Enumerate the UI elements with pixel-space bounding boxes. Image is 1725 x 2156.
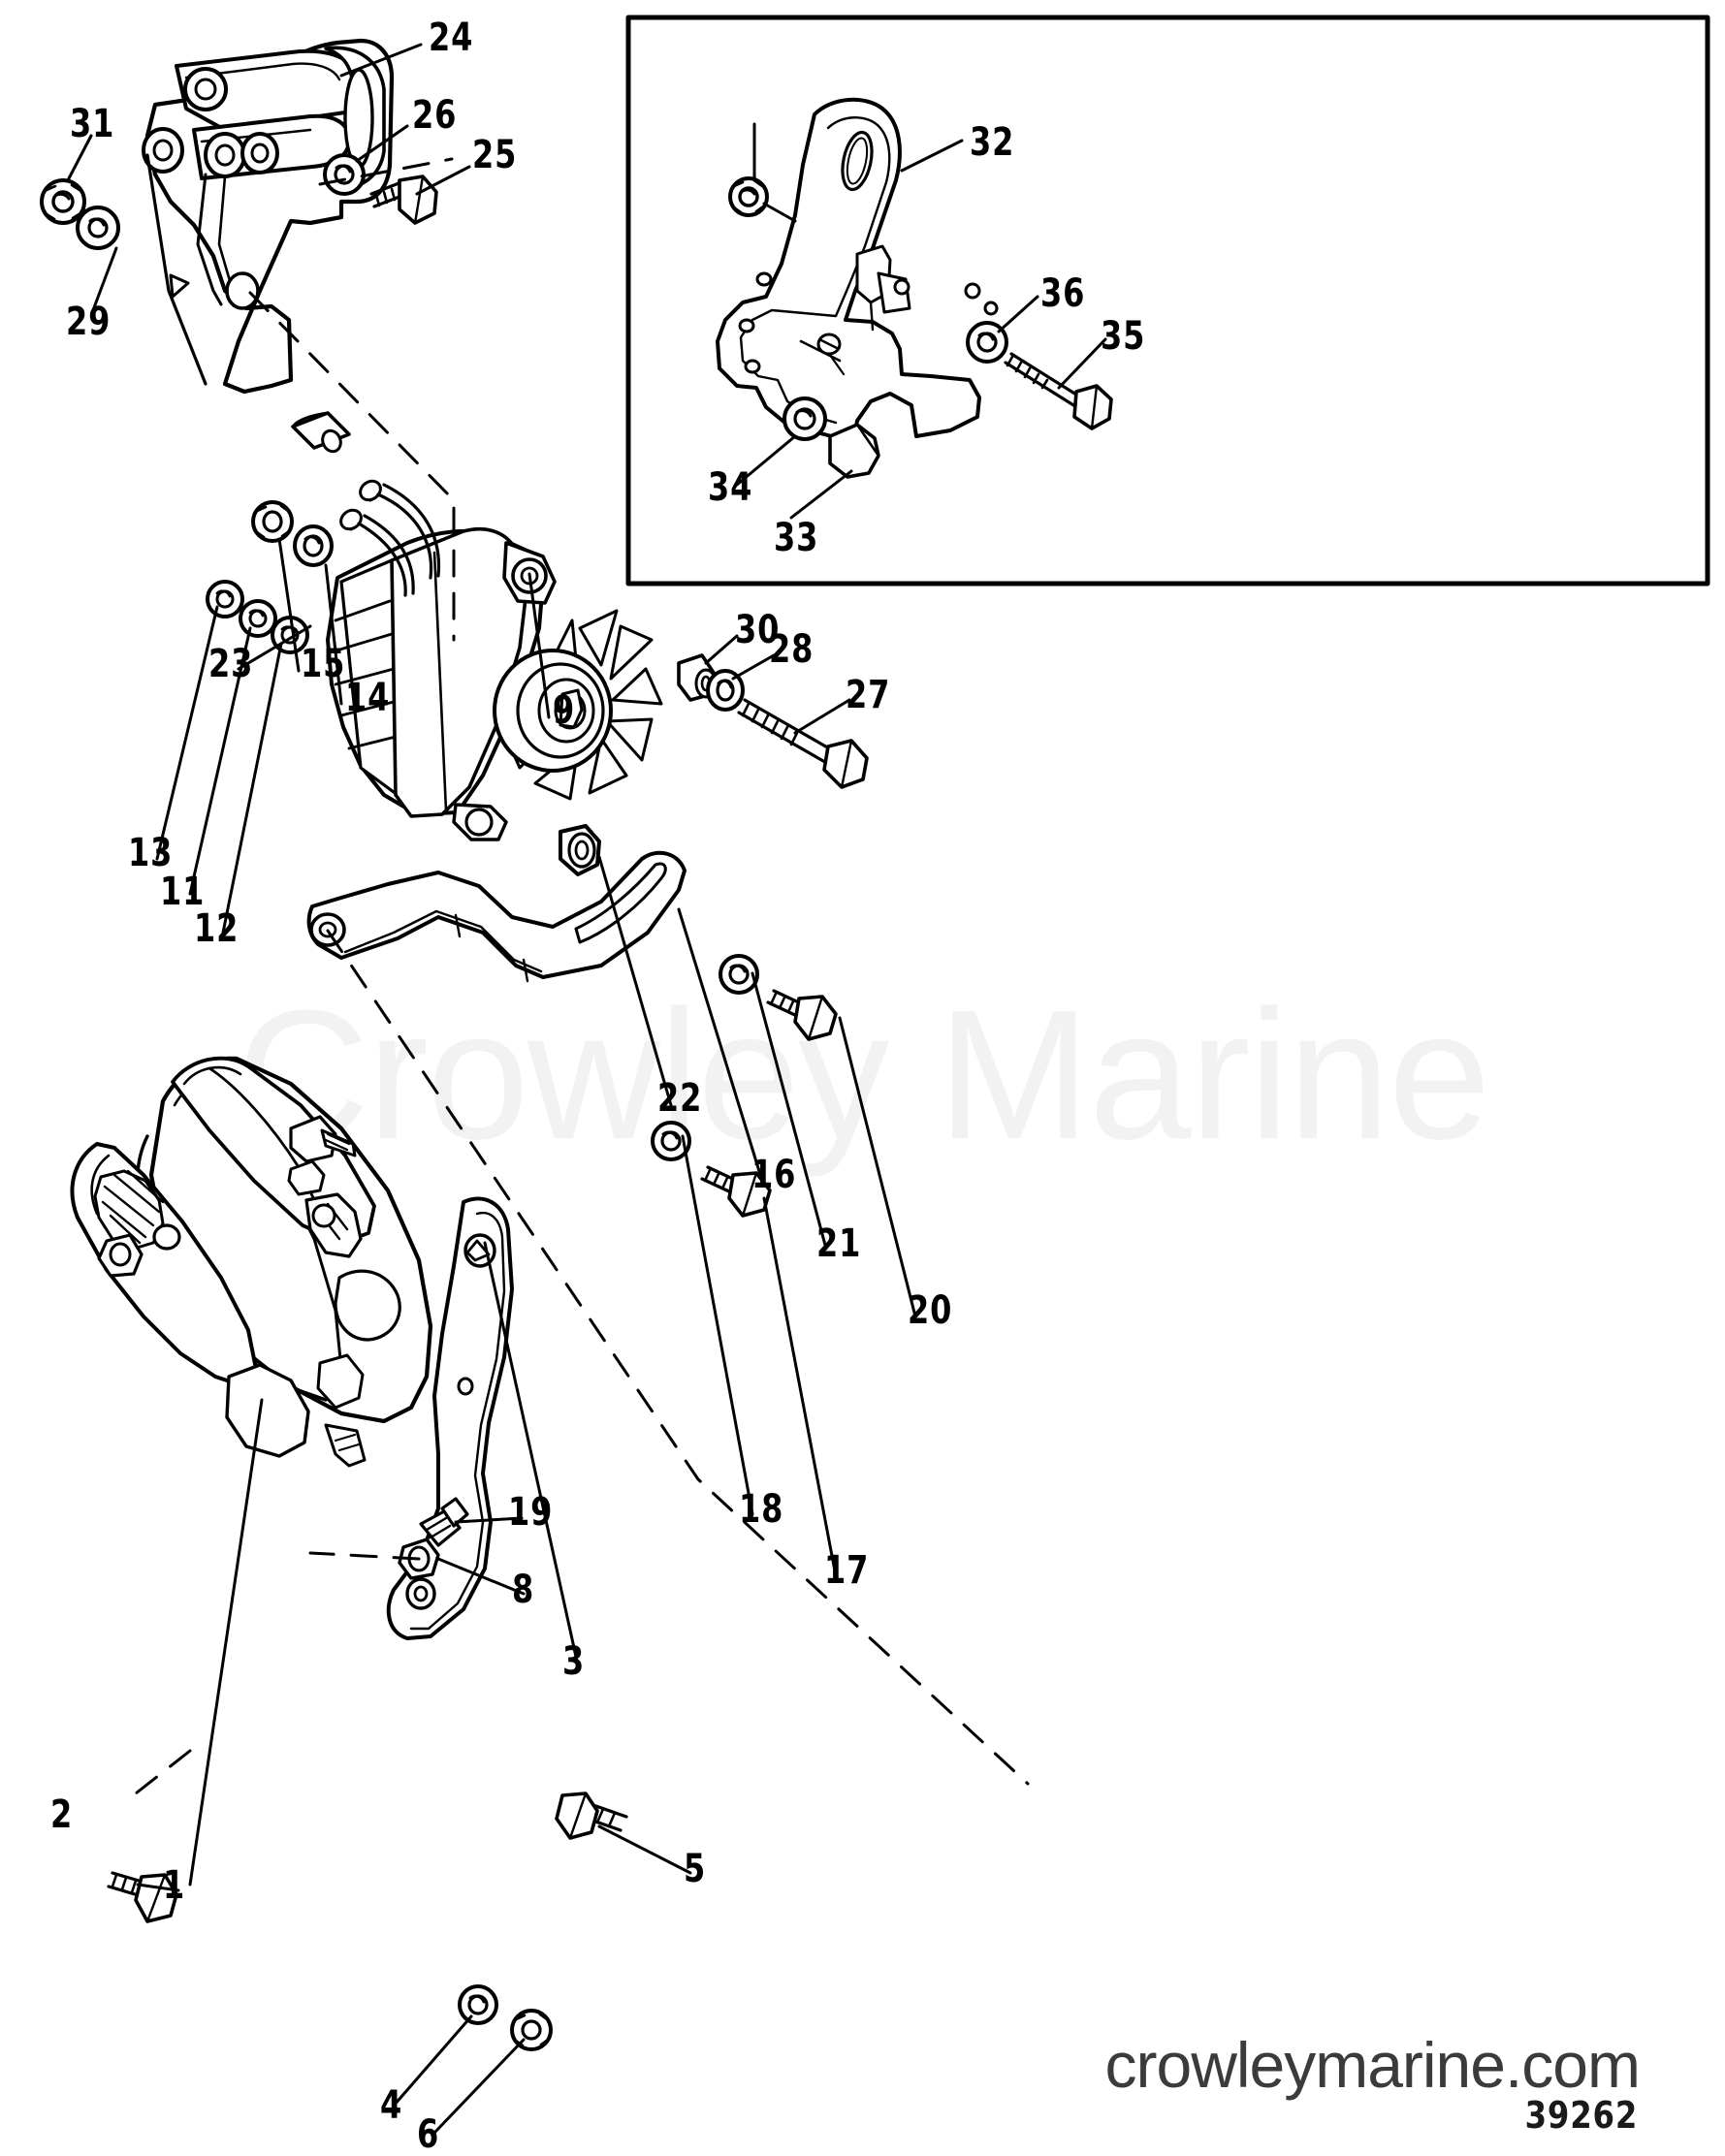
callout-19: 20 [908,1288,953,1333]
callout-4: 4 [380,2083,403,2128]
callout-10: 11 [160,870,206,914]
callout-35: 36 [1040,271,1086,316]
part-13-washer [293,524,334,567]
callout-31: 32 [970,120,1015,165]
callout-14: 15 [301,642,346,686]
part-33-washer [783,396,827,441]
part-28-washer [76,206,120,250]
part-1-starter-motor [70,1056,433,1468]
alternator-hardware-group [206,411,351,654]
callout-17: 18 [739,1487,784,1532]
diagram-part-number: 39262 [1524,2094,1638,2137]
part-18-solenoid-screw [419,1497,469,1547]
part-19-hex-bolt [766,989,838,1041]
part-24-hex-bolt [369,174,438,225]
part-20-washer [719,954,759,995]
callout-22: 23 [208,642,254,686]
callout-12: 13 [128,831,174,875]
part-30-locknut [40,178,86,225]
part-9-alternator [326,479,663,841]
part-14-nut [251,500,294,543]
callout-11: 12 [194,906,240,951]
callout-34: 35 [1101,314,1146,359]
callout-29: 30 [735,608,781,652]
leader-lines [66,43,917,2135]
callout-27: 28 [769,627,815,672]
callout-2: 2 [50,1792,74,1837]
callout-13: 14 [345,676,391,720]
callout-16: 17 [824,1548,870,1593]
callout-26: 27 [846,673,891,717]
callout-20: 21 [816,1221,862,1266]
assembly-axis-dashed [134,157,1030,1795]
callout-32: 33 [774,516,819,560]
inset-leader-lines [735,122,1107,520]
callout-28: 29 [66,300,112,344]
callout-24: 25 [472,133,518,177]
callout-25: 26 [412,93,458,138]
part-21-pivot-spacer [559,824,601,876]
crowleymarine-footer-url[interactable]: crowleymarine.com [1104,2029,1641,2101]
callout-9: 9 [553,688,576,733]
alternator-fan [493,609,663,801]
part-3-starter-bracket [386,1196,514,1640]
callout-1: 1 [163,1863,186,1908]
part-15-adjusting-brace [306,850,687,983]
part-32-bolt [828,423,880,479]
callout-33: 34 [708,465,753,510]
callout-15: 16 [751,1153,797,1197]
callout-30: 31 [70,102,115,146]
part-17-washer [651,1121,691,1161]
part-34-through-bolt [1004,352,1113,430]
part-26-through-bolt [737,698,869,789]
part-35-washer [966,321,1008,364]
part-22-spacer-pin [291,411,351,454]
callout-18: 19 [508,1490,554,1535]
part-27-washer [706,669,745,712]
callout-5: 5 [684,1847,707,1891]
callout-6: 6 [417,2112,440,2156]
callout-3: 3 [562,1639,586,1684]
part-36-locknut [728,176,769,217]
part-16-hex-bolt [700,1165,772,1218]
callout-23: 24 [429,16,474,60]
part-4-lock-washer [458,1984,498,2025]
callout-21: 22 [657,1076,703,1121]
part-5-bracket-bolt [555,1791,628,1840]
part-31-alternate-bracket [716,97,999,444]
callout-8: 8 [512,1568,535,1612]
